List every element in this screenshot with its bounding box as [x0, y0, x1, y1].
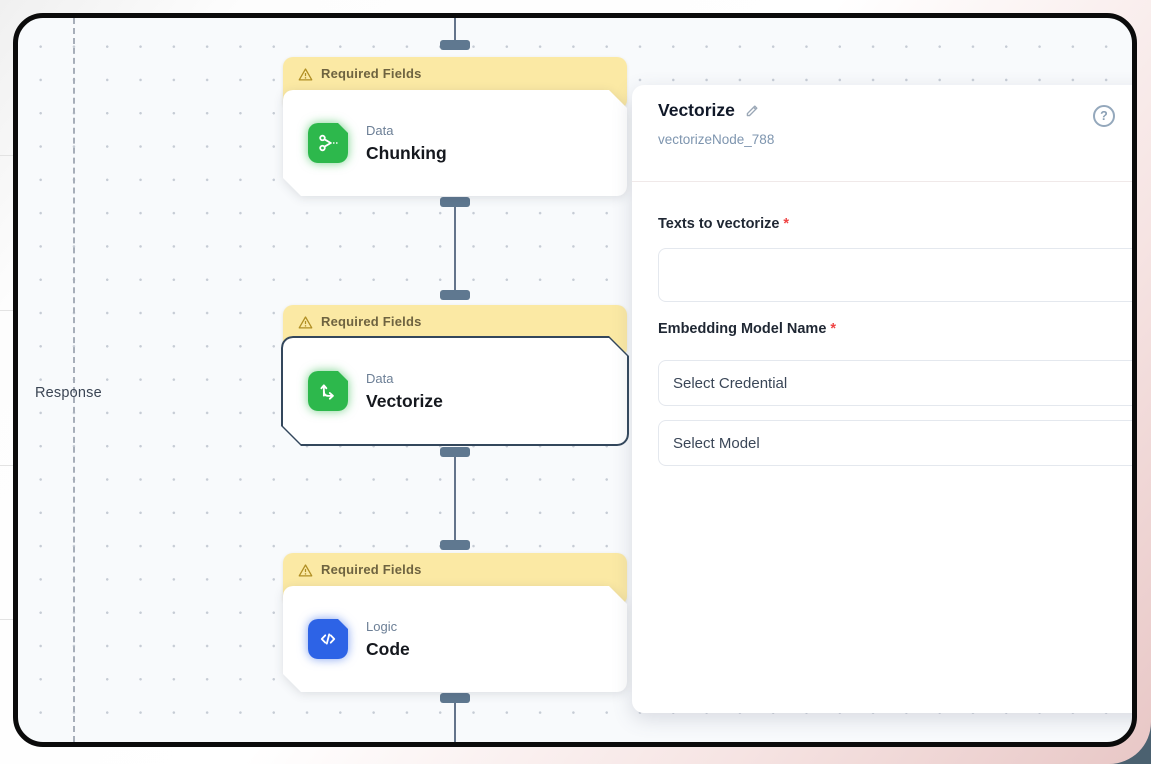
pencil-icon[interactable]: [744, 102, 761, 119]
node-category: Data: [366, 370, 394, 386]
code-brackets-icon: [308, 619, 348, 659]
backdrop-gridline: [0, 465, 15, 466]
node-title: Chunking: [366, 142, 447, 163]
connector-handle-code-out[interactable]: [440, 693, 470, 703]
node-text: Logic Code: [366, 619, 410, 660]
workflow-canvas[interactable]: Response Required Fields: [13, 13, 1137, 747]
node-title: Vectorize: [366, 390, 443, 411]
node-text: Data Vectorize: [366, 371, 443, 412]
node-icon-wrap: [308, 619, 348, 659]
connector-handle-vectorize-out[interactable]: [440, 447, 470, 457]
banner-label: Required Fields: [321, 66, 422, 81]
panel-divider: [632, 181, 1132, 182]
question-circle-icon[interactable]: ?: [1093, 105, 1115, 127]
backdrop-gridline: [0, 310, 15, 311]
selected-node-border: Data Vectorize: [281, 336, 629, 446]
node-category: Data: [366, 122, 394, 138]
node-id-label: vectorizeNode_788: [658, 132, 775, 147]
warning-triangle-icon: [298, 67, 313, 80]
banner-label: Required Fields: [321, 562, 422, 577]
edge-vectorize-code: [454, 457, 456, 545]
node-icon-wrap: [308, 371, 348, 411]
help-glyph: ?: [1100, 109, 1108, 123]
embedding-model-name-label: Embedding Model Name*: [658, 321, 837, 337]
edge-chunking-vectorize: [454, 207, 456, 295]
node-config-panel: Vectorize vectorizeNode_788 ? Texts to v…: [632, 85, 1132, 713]
node-category: Logic: [366, 618, 398, 634]
connector-handle-chunking-out[interactable]: [440, 197, 470, 207]
connector-handle-vectorize-in[interactable]: [440, 290, 470, 300]
connector-handle-chunking-in[interactable]: [440, 40, 470, 50]
texts-to-vectorize-input[interactable]: [658, 248, 1132, 302]
required-asterisk: *: [783, 216, 790, 232]
connector-handle-code-in[interactable]: [440, 540, 470, 550]
node-icon-wrap: [308, 123, 348, 163]
warning-triangle-icon: [298, 563, 313, 576]
edge-bottom: [454, 703, 456, 742]
scissors-icon: [308, 123, 348, 163]
backdrop-gridline: [0, 155, 15, 156]
warning-triangle-icon: [298, 315, 313, 328]
node-title: Code: [366, 638, 410, 659]
banner-label: Required Fields: [321, 314, 422, 329]
panel-title: Vectorize: [658, 100, 735, 120]
edge-top: [454, 18, 456, 45]
vector-axes-icon: [308, 371, 348, 411]
response-label: Response: [35, 385, 102, 401]
backdrop-gridline: [0, 619, 15, 620]
select-credential-dropdown[interactable]: Select Credential: [658, 360, 1132, 406]
guide-dashed-line: [73, 18, 75, 742]
node-text: Data Chunking: [366, 123, 447, 164]
texts-to-vectorize-label: Texts to vectorize*: [658, 216, 790, 232]
select-model-dropdown[interactable]: Select Model: [658, 420, 1132, 466]
required-asterisk: *: [830, 321, 837, 337]
